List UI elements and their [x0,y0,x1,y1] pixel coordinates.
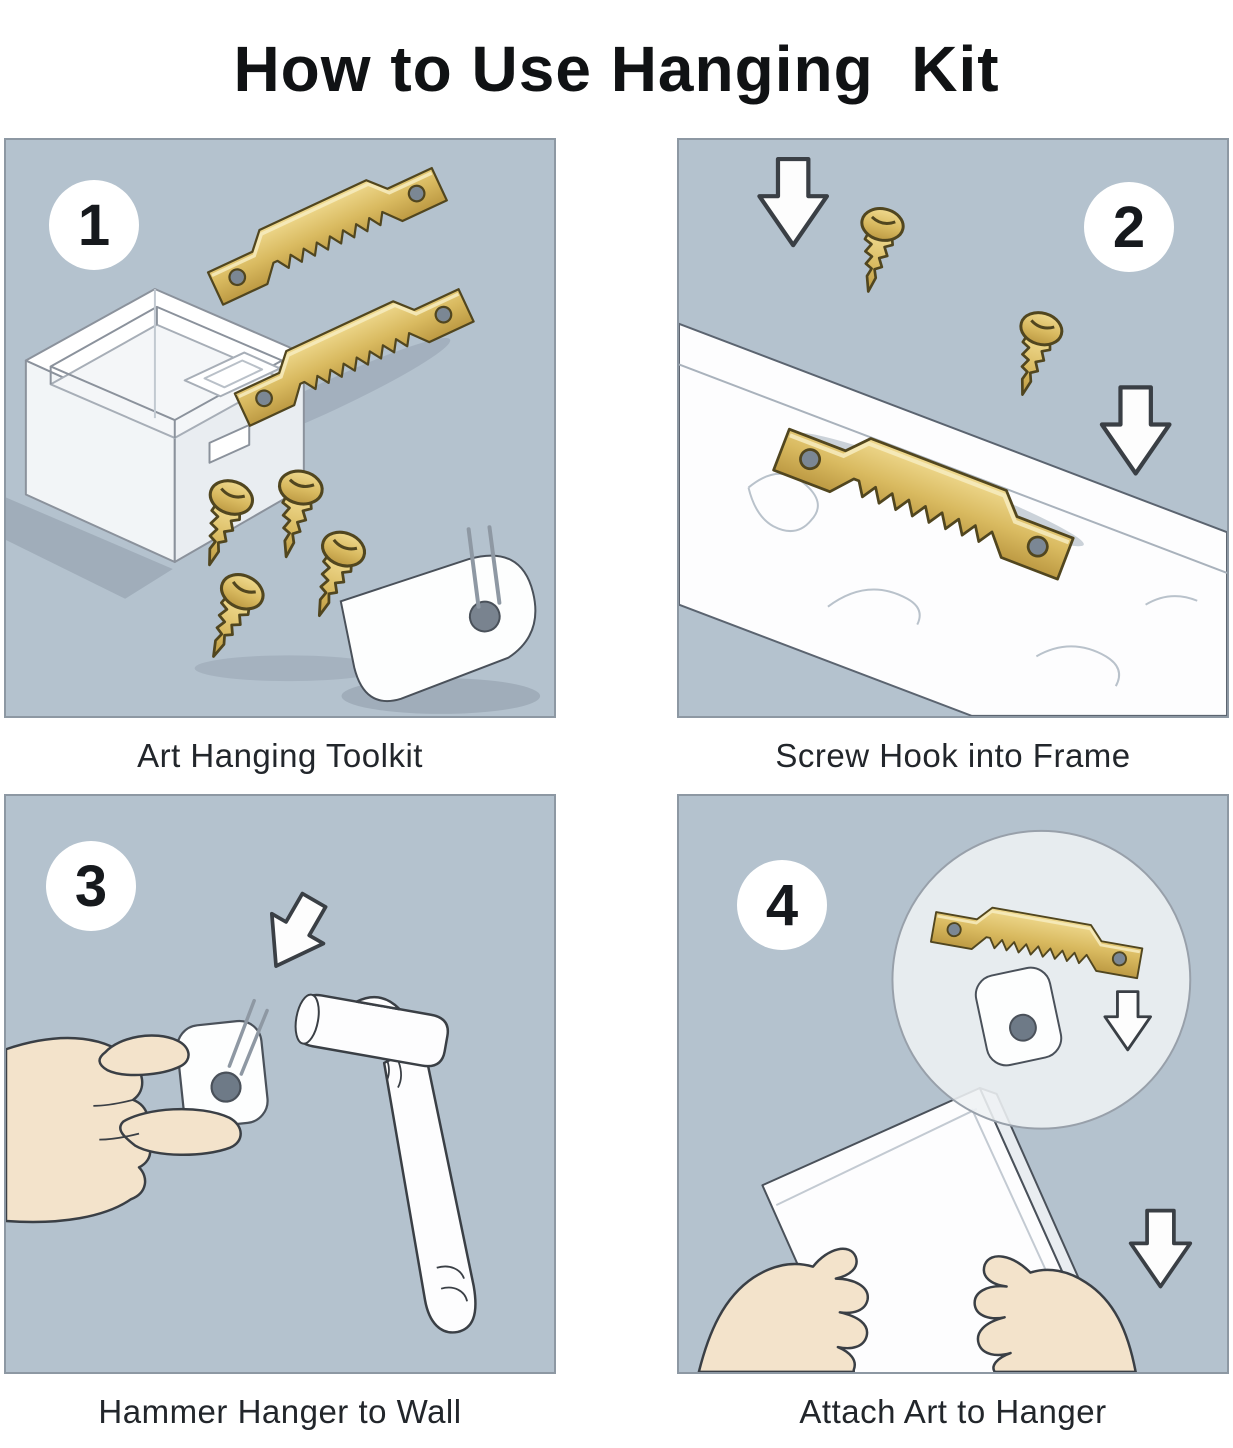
hanger-pins-icon [227,998,269,1076]
screws-shadow [194,655,384,682]
panel-2-illustration: 2 [677,138,1229,718]
hammer-icon [294,993,477,1334]
panel-1-art [6,151,541,714]
page-title: How to Use Hanging Kit [233,33,1000,105]
hanger-pins-icon [466,525,502,609]
panel-3-caption: Hammer Hanger to Wall [98,1393,462,1430]
panel-3-art [6,883,477,1334]
panel-1-caption: Art Hanging Toolkit [137,737,423,774]
panel-4-art [697,829,1193,1372]
down-arrow-icon [1128,1208,1193,1289]
screw-icon [1000,306,1068,402]
panel-2-caption: Screw Hook into Frame [775,737,1131,774]
down-arrow-icon [248,883,342,983]
screw-icon [846,203,908,298]
step-number: 1 [77,192,111,258]
down-arrow-icon [1102,387,1170,473]
step-number: 4 [765,872,799,938]
panel-2-art [679,140,1227,716]
step-number: 3 [74,853,108,919]
step-number-badge: 3 [46,841,136,931]
sawtooth-hanger-icon [199,151,449,307]
panel-2: 2 Screw Hook into Frame [677,138,1229,794]
screw-icon [192,566,271,667]
panel-1-illustration: 1 [4,138,556,718]
panel-3: 3 Hammer Hanger to Wall [4,794,556,1448]
step-number-badge: 2 [1084,182,1174,272]
panel-grid: 1 Art Hanging Toolkit [0,138,1233,1448]
wall-hanger-icon [339,554,537,703]
step-number-badge: 4 [737,860,827,950]
panel-1: 1 Art Hanging Toolkit [4,138,556,794]
hand-icon [697,1247,869,1372]
hand-icon [973,1255,1137,1372]
panel-4: 4 Attach Art to Hanger [677,794,1229,1448]
box-shadow [6,497,173,599]
storage-box-icon [24,288,305,564]
panel-3-illustration: 3 [4,794,556,1374]
panel-4-illustration: 4 [677,794,1229,1374]
panel-4-caption: Attach Art to Hanger [799,1393,1107,1430]
step-number: 2 [1112,194,1146,260]
hand-icon [6,1034,242,1224]
step-number-badge: 1 [49,180,139,270]
down-arrow-icon [759,159,827,245]
